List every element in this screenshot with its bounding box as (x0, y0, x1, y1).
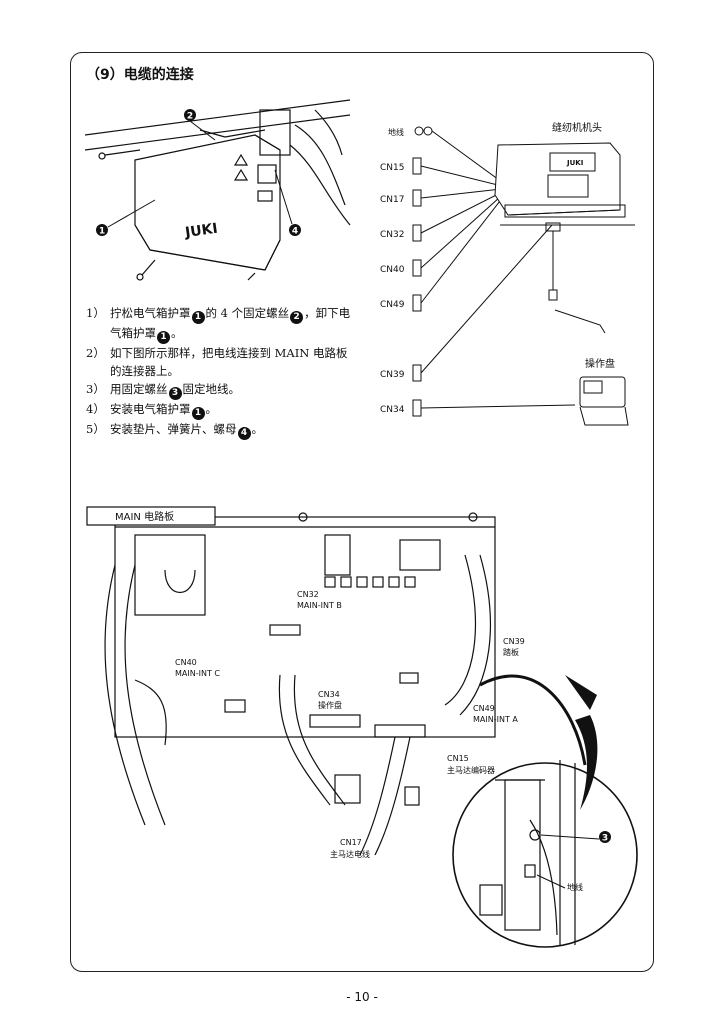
cn39-board-sub: 踏板 (503, 647, 519, 657)
cn17-board-sub: 主马达电线 (330, 849, 370, 859)
step-text-part: 拧松电气箱护罩 (110, 306, 191, 320)
panel-label: 操作盘 (585, 357, 615, 370)
step-number: 2） (86, 346, 105, 360)
cn39-board-label: CN39 (503, 637, 525, 646)
callout-4: 4 (292, 227, 298, 237)
callout-bullet: 2 (290, 311, 304, 324)
step-text-part: ，卸下电气箱护罩 (110, 306, 351, 340)
wiring-diagram: 地线 缝纫机机头 操作盘 CN15 CN17 CN32 CN40 CN49 CN… (380, 121, 635, 426)
step-text: 如下图所示那样，把电线连接到 MAIN 电路板的连接器上。 (110, 344, 356, 380)
step-number: 1） (86, 306, 105, 320)
section-title: （9）电缆的连接 (86, 67, 194, 83)
cn34-board-sub: 操作盘 (318, 700, 342, 710)
step-text-part: 。 (251, 422, 264, 436)
board-tag: MAIN 电路板 (115, 510, 174, 523)
cn15-board-label: CN15 (447, 754, 469, 763)
content-frame (70, 52, 654, 972)
step-text-part: 用固定螺丝 (110, 382, 168, 396)
page-number: - 10 - (346, 990, 378, 1004)
zoom-callout-3: 3 (602, 834, 608, 844)
callout-bullet: 1 (157, 331, 170, 344)
callout-bullet: 4 (237, 427, 251, 440)
step-number: 4） (86, 402, 105, 416)
step-text-part: 如下图所示那样，把电线连接到 MAIN 电路板的连接器上。 (110, 346, 348, 378)
cn40-label: CN40 (380, 265, 405, 275)
cn49-board-label: CN49 (473, 704, 495, 713)
head-brand-text: JUKI (566, 159, 583, 167)
head-label: 缝纫机机头 (552, 121, 602, 134)
cn49-board-sub: MAIN-INT A (473, 715, 518, 724)
cn34-board-label: CN34 (318, 690, 340, 699)
cn49-label: CN49 (380, 300, 405, 310)
cn15-label: CN15 (380, 163, 404, 173)
callout-bullet: 1 (191, 311, 205, 324)
step-number: 3） (86, 382, 105, 396)
step-2: 2） 如下图所示那样，把电线连接到 MAIN 电路板的连接器上。 (86, 344, 356, 380)
step-text-part: 安装垫片、弹簧片、螺母 (110, 422, 237, 436)
step-text-part: 的 4 个固定螺丝 (205, 306, 290, 320)
cn40-board-sub: MAIN-INT C (175, 669, 220, 678)
electrical-box-figure: JUKI 2 1 4 (84, 99, 351, 281)
callout-bullet: 1 (191, 407, 205, 420)
cn15-board-sub: 主马达编码器 (447, 765, 495, 775)
cn17-board-label: CN17 (340, 838, 362, 847)
ground-label: 地线 (388, 127, 404, 137)
main-board-figure: MAIN 电路板 CN32 MAIN-INT B CN40 MAIN-INT C… (86, 506, 638, 948)
zoom-ground-label: 地线 (567, 882, 583, 892)
cn32-label: CN32 (380, 230, 404, 240)
box-brand-text: JUKI (183, 221, 219, 242)
cn39-label: CN39 (380, 370, 405, 380)
cn32-board-label: CN32 (297, 590, 319, 599)
cn40-board-label: CN40 (175, 658, 197, 667)
callout-bullet: 3 (168, 387, 182, 400)
step-text-part: 安装电气箱护罩 (110, 402, 191, 416)
cn34-label: CN34 (380, 405, 405, 415)
callout-1: 1 (99, 227, 105, 237)
step-text-part: 固定地线。 (182, 382, 241, 396)
cn32-board-sub: MAIN-INT B (297, 601, 342, 610)
step-text-part: 。 (205, 402, 218, 416)
cn17-label: CN17 (380, 195, 404, 205)
callout-2: 2 (187, 112, 193, 122)
step-text-part: 。 (171, 326, 183, 340)
step-number: 5） (86, 422, 105, 436)
